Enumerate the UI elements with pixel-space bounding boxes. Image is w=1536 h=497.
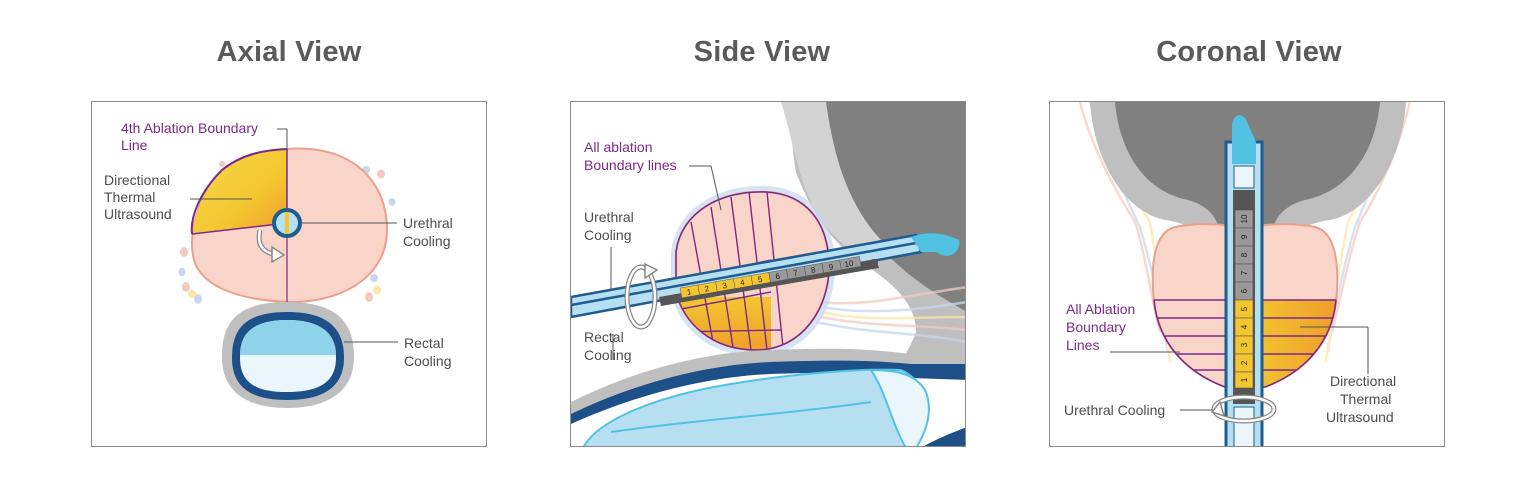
side-rectum xyxy=(571,348,965,446)
coronal-segment-4: 4 xyxy=(1240,324,1249,329)
side-rectal-label-1: Rectal xyxy=(584,329,624,345)
axial-urethral-label-1: Urethral xyxy=(403,215,453,231)
axial-view-panel: 4th Ablation Boundary Line Directional T… xyxy=(91,101,487,447)
coronal-segment-10: 10 xyxy=(1240,214,1249,223)
coronal-segment-2: 2 xyxy=(1240,360,1249,365)
axial-dtu-label-3: Ultrasound xyxy=(104,206,172,222)
coronal-segment-8: 8 xyxy=(1240,252,1249,257)
side-segment-9: 9 xyxy=(828,262,834,272)
side-segment-2: 2 xyxy=(704,284,710,294)
axial-rectal-label-1: Rectal xyxy=(404,335,444,351)
side-boundary-label-2: Boundary lines xyxy=(584,157,677,173)
side-segment-3: 3 xyxy=(722,281,728,291)
axial-rectum xyxy=(222,302,354,408)
side-transducer-segments: 1 2 3 4 5 6 7 8 9 10 xyxy=(679,256,862,299)
side-segment-10: 10 xyxy=(844,259,855,270)
side-diagram: 1 2 3 4 5 6 7 8 9 10 xyxy=(571,102,965,446)
side-urethral-label-1: Urethral xyxy=(584,209,634,225)
coronal-boundary-label-2: Boundary xyxy=(1066,319,1126,335)
side-view-title: Side View xyxy=(693,36,831,68)
side-boundary-label-1: All ablation xyxy=(584,139,653,155)
side-segment-4: 4 xyxy=(739,278,745,288)
coronal-boundary-label-3: Lines xyxy=(1066,337,1099,353)
coronal-transducer-segments: 10 9 8 7 6 5 4 3 2 1 xyxy=(1234,209,1254,389)
coronal-segment-7: 7 xyxy=(1240,270,1249,275)
axial-dtu-label-2: Thermal xyxy=(104,189,155,205)
coronal-rotation-arrow-icon xyxy=(1210,394,1277,424)
coronal-view-panel: 10 9 8 7 6 5 4 3 2 1 All Ablation Bounda… xyxy=(1049,101,1445,447)
axial-boundary-label-2: Line xyxy=(121,137,148,153)
axial-view-title: Axial View xyxy=(216,36,362,68)
nerve-strands xyxy=(815,286,965,343)
coronal-segment-1: 1 xyxy=(1240,377,1249,382)
coronal-segment-3: 3 xyxy=(1240,342,1249,347)
coronal-boundary-label-1: All Ablation xyxy=(1066,301,1135,317)
axial-diagram: 4th Ablation Boundary Line Directional T… xyxy=(104,120,453,408)
side-segment-6: 6 xyxy=(775,272,781,282)
side-urethral-label-2: Cooling xyxy=(584,227,631,243)
axial-dtu-label-1: Directional xyxy=(104,172,170,188)
side-segment-7: 7 xyxy=(793,268,799,278)
axial-urethral-label-2: Cooling xyxy=(403,233,450,249)
side-view-panel: 1 2 3 4 5 6 7 8 9 10 xyxy=(570,101,966,447)
coronal-urethral-label: Urethral Cooling xyxy=(1064,402,1165,418)
side-segment-5: 5 xyxy=(757,275,763,285)
axial-rectal-label-2: Cooling xyxy=(404,353,451,369)
coronal-dtu-label-2: Thermal xyxy=(1340,391,1391,407)
coronal-segment-9: 9 xyxy=(1240,234,1249,239)
coronal-segment-6: 6 xyxy=(1240,288,1249,293)
axial-boundary-label-1: 4th Ablation Boundary xyxy=(121,120,258,136)
side-rectal-label-2: Cooling xyxy=(584,347,631,363)
coronal-segment-5: 5 xyxy=(1240,306,1249,311)
coronal-diagram: 10 9 8 7 6 5 4 3 2 1 All Ablation Bounda… xyxy=(1064,102,1412,446)
coronal-view-title: Coronal View xyxy=(1156,36,1342,68)
coronal-dtu-label-1: Directional xyxy=(1330,373,1396,389)
vessel-dots xyxy=(178,161,396,304)
side-segment-8: 8 xyxy=(810,265,816,275)
coronal-dtu-label-3: Ultrasound xyxy=(1326,409,1394,425)
side-rotation-arrow-icon xyxy=(624,262,659,330)
axial-ablation-zone xyxy=(192,148,287,234)
side-segment-1: 1 xyxy=(686,287,692,297)
